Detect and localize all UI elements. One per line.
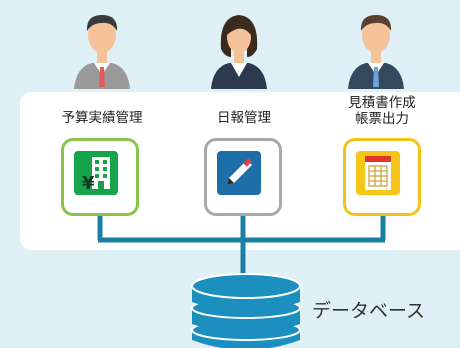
budget-module-tile[interactable]: ¥: [61, 138, 139, 216]
database-icon: [191, 273, 301, 348]
module-label-daily-report: 日報管理: [217, 110, 271, 126]
user-avatar-1: [74, 15, 130, 89]
budget-building-icon: ¥: [74, 151, 118, 195]
user-avatar-3: [348, 15, 404, 89]
module-label-quote-document: 見積書作成 帳票出力: [348, 95, 416, 127]
database-label: データベース: [312, 300, 426, 322]
svg-text:¥: ¥: [82, 173, 95, 194]
pencil-edit-icon: [217, 151, 261, 195]
daily-report-tile[interactable]: [204, 138, 282, 216]
document-output-tile[interactable]: [343, 138, 421, 216]
document-form-icon: [356, 151, 400, 195]
user-avatar-2: [211, 15, 267, 89]
module-label-budget: 予算実績管理: [61, 110, 143, 126]
